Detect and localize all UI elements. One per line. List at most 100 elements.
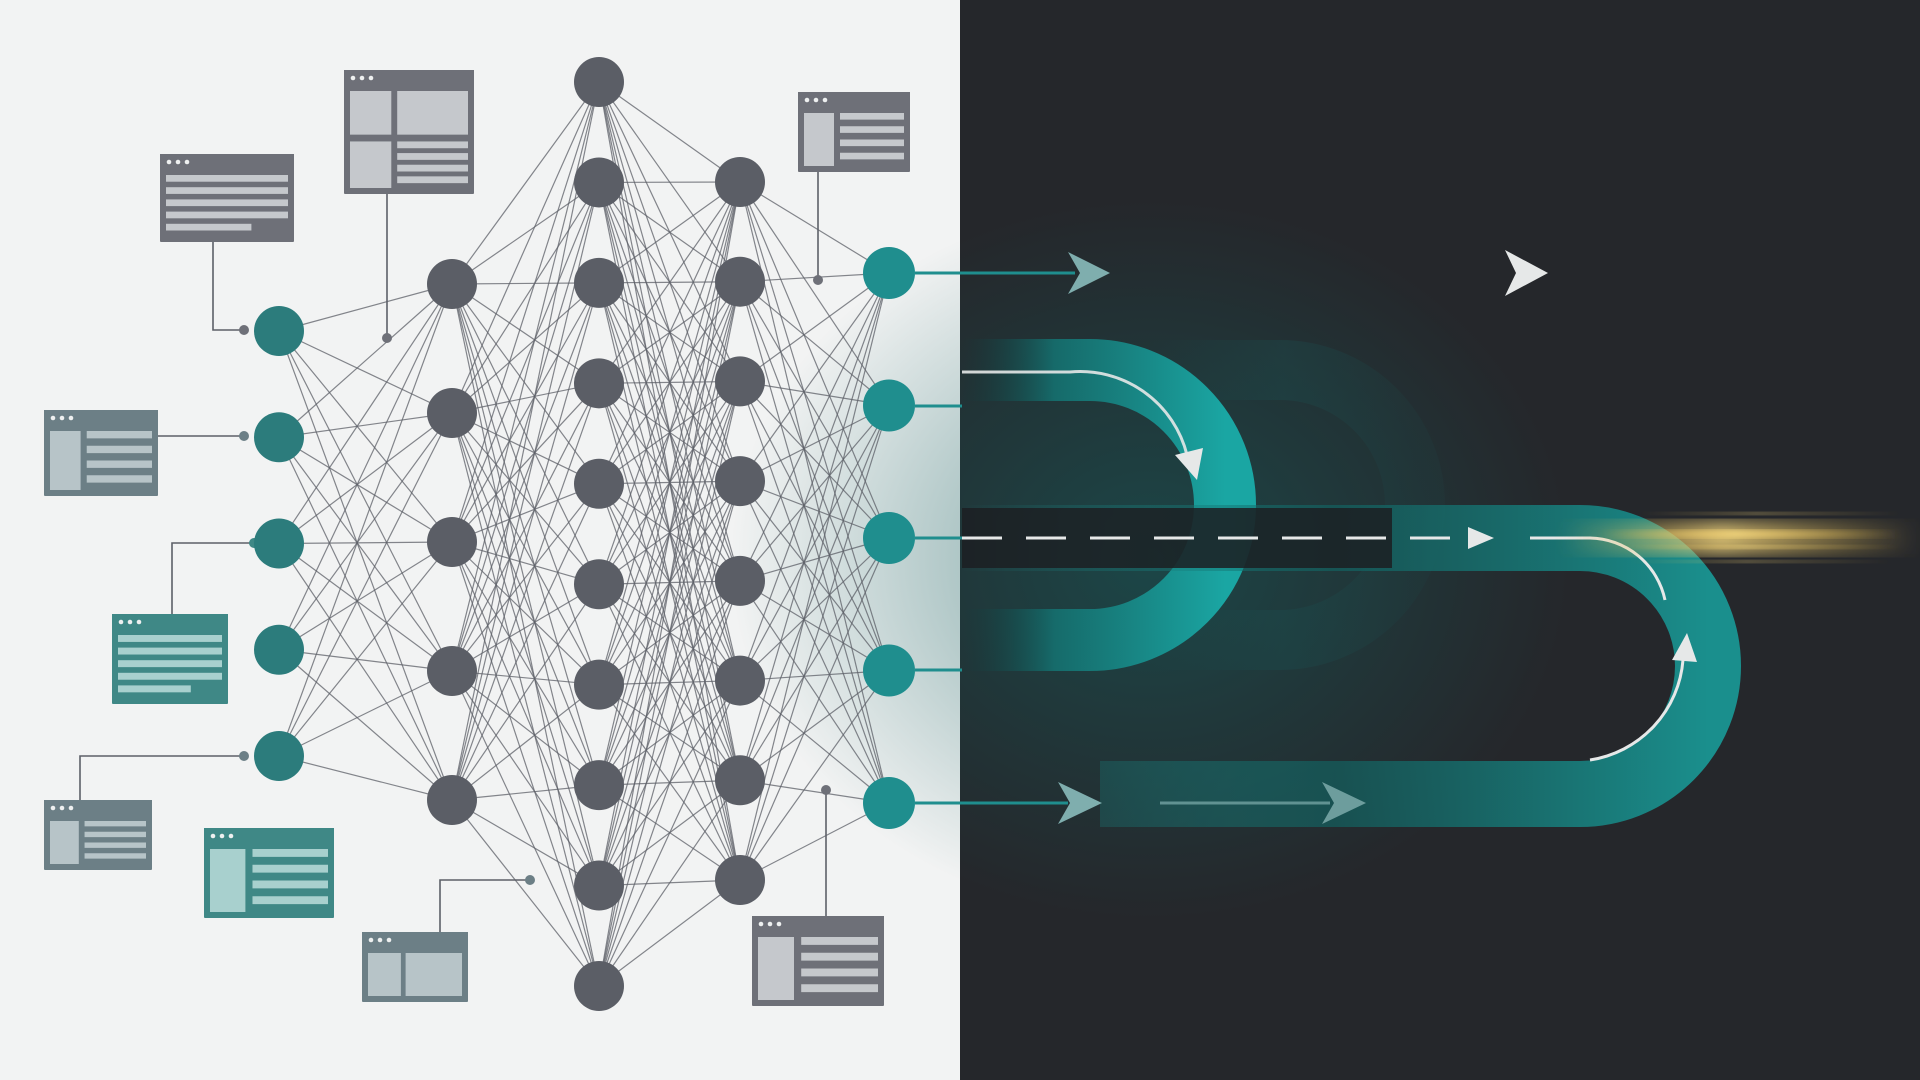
edge-hidden-layer-3-2-to-0 bbox=[739, 272, 890, 382]
edge-hidden-layer-3-4-to-4 bbox=[739, 580, 890, 804]
edge-hidden-layer-3-3-to-1 bbox=[739, 404, 890, 482]
arrow-bottom-straight-head-2 bbox=[1322, 782, 1366, 824]
edge-input-layer-2-to-3 bbox=[278, 543, 453, 672]
window-icon-slate-bottom-left-titlebar-dot-icon bbox=[50, 805, 56, 811]
window-icon-slate-left-titlebar-dot-icon bbox=[68, 415, 74, 421]
hidden-layer-3-node-2 bbox=[715, 256, 765, 307]
edge-hidden-layer-1-2-to-7 bbox=[451, 541, 600, 786]
edge-input-layer-1-to-1 bbox=[278, 412, 453, 438]
window-icon-gray-top-right-sidebar bbox=[804, 113, 834, 166]
output-layer-node-2 bbox=[863, 379, 915, 432]
edge-input-layer-3-to-2 bbox=[278, 541, 453, 651]
window-icon-teal-bottom-line bbox=[252, 896, 328, 905]
hidden-layer-3-node-4 bbox=[715, 456, 765, 507]
edge-hidden-layer-3-6-to-2 bbox=[739, 537, 890, 781]
edge-hidden-layer-1-3-to-2 bbox=[451, 282, 600, 672]
edge-input-layer-1-to-2 bbox=[278, 436, 453, 543]
edge-hidden-layer-2-9-to-7 bbox=[598, 879, 741, 987]
window-icon-slate-left-titlebar-dot-icon bbox=[59, 415, 65, 421]
input-layer-node-4 bbox=[254, 624, 304, 675]
edge-hidden-layer-1-2-to-4 bbox=[451, 483, 600, 543]
edge-hidden-layer-1-2-to-1 bbox=[451, 182, 600, 543]
window-icon-list-top-left-connector-dot bbox=[239, 325, 249, 335]
edge-hidden-layer-1-4-to-8 bbox=[451, 799, 600, 887]
window-icon-teal-left-titlebar-dot-icon bbox=[118, 619, 124, 625]
window-icon-panel-top-line bbox=[397, 164, 468, 172]
window-icon-gray-bottom-right-line bbox=[801, 968, 878, 977]
window-icon-gray-top-right-titlebar-dot-icon bbox=[804, 97, 810, 103]
arrow-loop-curve-head bbox=[1175, 448, 1203, 480]
output-layer-node-5 bbox=[863, 777, 915, 829]
window-icon-slate-bottom-left-titlebar-dot-icon bbox=[68, 805, 74, 811]
arrow-return-curve-head bbox=[1672, 633, 1697, 662]
edge-hidden-layer-3-4-to-3 bbox=[739, 580, 890, 672]
edge-hidden-layer-1-2-to-2 bbox=[451, 282, 600, 543]
window-icon-gray-bottom-right-line bbox=[801, 952, 878, 961]
window-icon-slate-left-connector-dot bbox=[239, 431, 249, 441]
edge-hidden-layer-1-1-to-2 bbox=[451, 282, 600, 414]
edge-hidden-layer-3-6-to-1 bbox=[739, 405, 890, 781]
window-icon-slate-bottom-left-connector-dot bbox=[239, 751, 249, 761]
edge-hidden-layer-1-3-to-5 bbox=[451, 583, 600, 672]
edge-hidden-layer-1-1-to-1 bbox=[451, 182, 600, 414]
window-icon-slate-left-line bbox=[86, 475, 152, 483]
window-icon-slate-bottom-left-line bbox=[84, 853, 146, 859]
window-icon-panel-top-titlebar-dot-icon bbox=[359, 75, 365, 81]
window-icon-slate-bottom-left-titlebar-dot-icon bbox=[59, 805, 65, 811]
hidden-layer-3-node-7 bbox=[715, 755, 765, 806]
hidden-layer-3-node-6 bbox=[715, 655, 765, 706]
output-layer-node-4 bbox=[863, 644, 915, 697]
edge-hidden-layer-2-5-to-0 bbox=[598, 181, 741, 585]
hidden-layer-2-node-4 bbox=[574, 358, 624, 409]
window-icon-teal-bottom-titlebar-dot-icon bbox=[219, 833, 225, 839]
hidden-layer-1-node-3 bbox=[427, 517, 477, 567]
edge-hidden-layer-3-0-to-1 bbox=[739, 181, 890, 406]
edge-hidden-layer-3-7-to-3 bbox=[739, 670, 890, 881]
edge-hidden-layer-1-0-to-4 bbox=[451, 283, 600, 485]
edge-hidden-layer-3-7-to-2 bbox=[739, 537, 890, 881]
window-icon-panel-top-panel bbox=[350, 141, 392, 188]
edge-input-layer-4-to-1 bbox=[278, 412, 453, 757]
window-icon-gray-bottom-right-titlebar-dot-icon bbox=[767, 921, 773, 927]
arrow-bottom-straight-head-1 bbox=[1058, 782, 1102, 824]
edge-input-layer-2-to-1 bbox=[278, 412, 453, 544]
window-icon-list-top-left-connector bbox=[212, 242, 244, 331]
window-icon-teal-left-line bbox=[118, 647, 222, 655]
window-icon-slate-bottom-left-line bbox=[84, 842, 146, 848]
window-icon-slate-left-titlebar bbox=[44, 410, 158, 426]
window-icon-slate-left bbox=[44, 410, 158, 496]
hidden-layer-3-node-1 bbox=[715, 157, 765, 207]
window-icon-list-top-left-titlebar bbox=[160, 154, 294, 170]
window-icon-panel-top bbox=[344, 70, 474, 194]
window-icon-panel-top-titlebar-dot-icon bbox=[368, 75, 374, 81]
edge-hidden-layer-1-3-to-8 bbox=[451, 670, 600, 886]
edge-hidden-layer-3-5-to-1 bbox=[739, 405, 890, 681]
hidden-layer-2-node-8 bbox=[574, 760, 624, 811]
edge-hidden-layer-3-0-to-2 bbox=[739, 181, 890, 539]
window-icon-panel-top-line bbox=[397, 176, 468, 184]
hidden-layer-1-node-1 bbox=[427, 259, 477, 309]
window-icon-panel-top-panel bbox=[397, 91, 468, 135]
output-layer-node-1 bbox=[863, 247, 915, 299]
window-icon-slate-bottom-connector bbox=[439, 879, 530, 932]
edge-hidden-layer-3-1-to-1 bbox=[739, 281, 890, 406]
window-icon-gray-top-right-titlebar-dot-icon bbox=[813, 97, 819, 103]
window-icon-teal-bottom-line bbox=[252, 880, 328, 889]
edge-hidden-layer-2-9-to-5 bbox=[598, 680, 741, 987]
edge-hidden-layer-1-2-to-8 bbox=[451, 541, 600, 886]
edge-hidden-layer-1-3-to-4 bbox=[451, 483, 600, 672]
window-icon-slate-bottom-left-titlebar bbox=[44, 800, 152, 816]
edge-hidden-layer-1-1-to-6 bbox=[451, 412, 600, 685]
window-icon-teal-bottom-titlebar bbox=[204, 828, 334, 844]
edge-input-layer-2-to-2 bbox=[278, 541, 453, 545]
window-icon-list-top-left-line bbox=[166, 175, 288, 182]
arrow-loop-curve bbox=[962, 370, 1189, 456]
edge-hidden-layer-1-1-to-0 bbox=[451, 81, 600, 414]
hidden-layer-1-node-4 bbox=[427, 646, 477, 696]
edge-hidden-layer-3-6-to-3 bbox=[739, 670, 890, 781]
window-icon-gray-top-right-titlebar bbox=[798, 92, 910, 108]
hidden-layer-2-node-6 bbox=[574, 559, 624, 610]
edge-hidden-layer-1-0-to-5 bbox=[451, 283, 600, 585]
edge-input-layer-3-to-3 bbox=[278, 649, 453, 672]
